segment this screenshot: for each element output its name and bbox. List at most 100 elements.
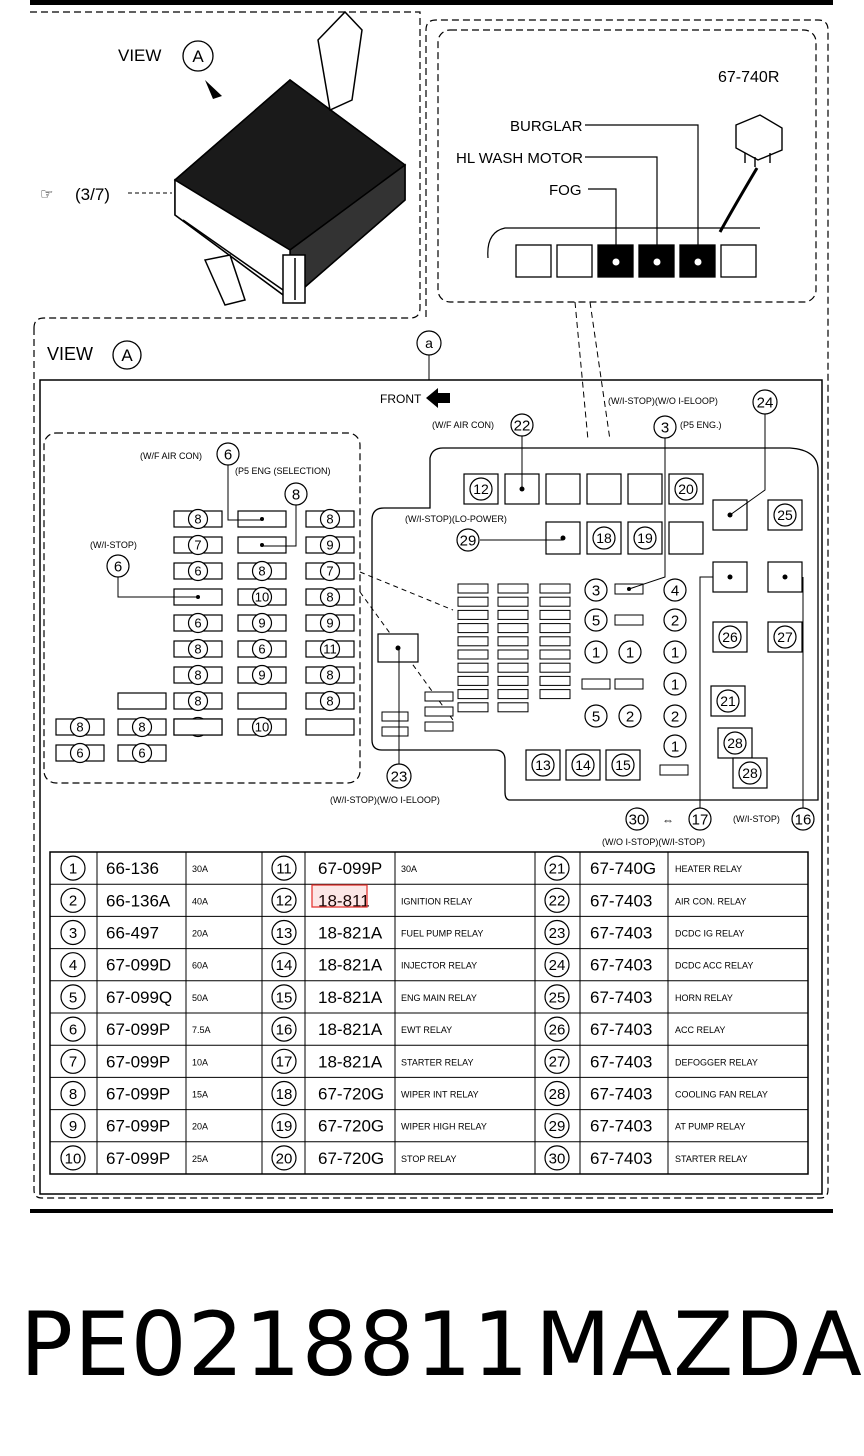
- center-fuse-c0r1-circle: [584, 608, 608, 632]
- left-fuse-r5c0-circle: [187, 638, 209, 660]
- table-desc2-1: IGNITION RELAY: [401, 896, 472, 906]
- center-fuse-c2r4: 2: [671, 708, 679, 725]
- center-fuse-c2r5: 1: [671, 738, 679, 755]
- left-fuse-r1c0: 7: [194, 538, 201, 553]
- right-relay-label-1-circle: [718, 625, 742, 649]
- table-num1-1-circle: [60, 887, 86, 913]
- center-fuse-c0r2-circle: [584, 640, 608, 664]
- note-w-f-air-con: (W/F AIR CON): [432, 420, 494, 430]
- center-fuse-c0r2: 1: [592, 644, 600, 661]
- center-fuse-c2r3: 1: [671, 676, 679, 693]
- table-num3-6-circle: [544, 1048, 570, 1074]
- ref-label: (3/7): [75, 185, 110, 204]
- table-num1-8: 9: [69, 1118, 77, 1135]
- note-w-i-stop-lo-power: (W/I-STOP)(LO-POWER): [405, 514, 507, 524]
- left-fuse-r4c1: 9: [258, 616, 265, 631]
- callout-29: 29: [460, 532, 477, 549]
- table-part3-2: 67-7403: [590, 924, 652, 943]
- left-fuse-r3c1-circle: [251, 586, 273, 608]
- table-desc2-6: STARTER RELAY: [401, 1057, 474, 1067]
- bottom-label-1: 14: [575, 757, 591, 773]
- right-relay-label-3: 21: [720, 693, 736, 709]
- table-num1-4-circle: [60, 984, 86, 1010]
- part-number-caption: PE0218811: [20, 1293, 530, 1396]
- table-num1-9-circle: [60, 1145, 86, 1171]
- left-fuse-r0c2: 8: [326, 512, 333, 527]
- center-fuse-c2r1: 2: [671, 612, 679, 629]
- center-fuse-c2r2: 1: [671, 644, 679, 661]
- right-relay-label-1: 26: [722, 629, 738, 645]
- table-num2-2-circle: [271, 919, 297, 946]
- center-fuse-c2r3-circle: [663, 672, 687, 696]
- table-amp-9: 25A: [192, 1154, 208, 1164]
- table-part1-2: 66-497: [106, 924, 159, 943]
- left-extra-fuse-r1c0-circle: [69, 742, 91, 764]
- table-num1-6: 7: [69, 1054, 77, 1071]
- table-num1-2: 3: [69, 925, 77, 942]
- table-amp-1: 40A: [192, 896, 208, 906]
- right-second-label-1: 19: [637, 530, 653, 546]
- left-fuse-r7c0: 8: [194, 694, 201, 709]
- callout-17: 17: [692, 811, 709, 828]
- left-fuse-r1c2: 9: [326, 538, 333, 553]
- table-part2-9: 67-720G: [318, 1149, 384, 1168]
- view-label-main: VIEW: [47, 344, 93, 364]
- relay-part-number: 67-740R: [718, 69, 779, 86]
- callout-30: 30: [629, 811, 646, 828]
- table-part2-4: 18-821A: [318, 988, 383, 1007]
- left-fuse-r2c0-circle: [187, 560, 209, 582]
- left-fuse-r6c2-circle: [319, 664, 341, 686]
- table-num2-0-circle: [271, 855, 297, 881]
- ref-a-label: a: [425, 335, 433, 351]
- table-part2-0: 67-099P: [318, 859, 382, 878]
- center-fuse-c2r0: 4: [671, 582, 679, 599]
- view-a-panel: [39, 379, 823, 1195]
- table-num3-8: 29: [549, 1118, 566, 1135]
- left-fuse-r5c2: 11: [323, 642, 337, 657]
- table-part2-8: 67-720G: [318, 1117, 384, 1136]
- table-part2-7: 67-720G: [318, 1085, 384, 1104]
- right-relay-label-2: 27: [777, 629, 793, 645]
- center-fuse-c0r1: 5: [592, 612, 600, 629]
- table-part3-9: 67-7403: [590, 1149, 652, 1168]
- bottom-label-2-circle: [611, 753, 635, 777]
- center-fuse-c2r2-circle: [663, 640, 687, 664]
- table-num3-3: 24: [549, 957, 566, 974]
- center-fuse-c0r4-circle: [584, 704, 608, 728]
- table-num2-4-circle: [271, 984, 297, 1010]
- table-part3-4: 67-7403: [590, 988, 652, 1007]
- bottom-label-1-circle: [571, 753, 595, 777]
- table-desc2-0: 30A: [401, 864, 417, 874]
- table-amp-6: 10A: [192, 1057, 208, 1067]
- table-desc3-8: AT PUMP RELAY: [675, 1122, 745, 1132]
- table-amp-2: 20A: [192, 929, 208, 939]
- left-fuse-r4c0-circle: [187, 612, 209, 634]
- view-circle-main: [112, 340, 142, 370]
- right-relay-label-4-circle: [723, 731, 747, 755]
- note-w-i-stop-w-o-eloop-top: (W/I-STOP)(W/O I-ELOOP): [608, 396, 718, 406]
- annotation-layer: (W/F AIR CON)(P5 ENG (SELECTION)(W/I-STO…: [90, 389, 815, 847]
- callout-6-left: 6: [114, 558, 122, 575]
- left-fuse-r8c1-circle: [251, 716, 273, 738]
- right-second-label-1-circle: [633, 526, 657, 550]
- table-num1-3: 4: [69, 957, 77, 974]
- table-num2-1: 12: [276, 893, 293, 910]
- table-num3-2-circle: [544, 919, 570, 946]
- table-part3-6: 67-7403: [590, 1052, 652, 1071]
- table-num3-8-circle: [544, 1113, 570, 1139]
- relay-slots: [515, 244, 757, 278]
- table-desc3-7: COOLING FAN RELAY: [675, 1090, 768, 1100]
- center-fuse-c2r5-circle: [663, 734, 687, 758]
- table-num2-8-circle: [271, 1113, 297, 1139]
- table-desc2-5: EWT RELAY: [401, 1025, 452, 1035]
- table-num2-3-circle: [271, 952, 297, 978]
- note-p5-eng: (P5 ENG.): [680, 420, 722, 430]
- left-fuse-r8c2-slot: [305, 718, 355, 736]
- table-part2-1: 18-811: [318, 891, 370, 910]
- table-desc3-0: HEATER RELAY: [675, 864, 742, 874]
- hand-pointer-icon: ☞: [40, 186, 53, 203]
- table-num3-5-circle: [544, 1016, 570, 1042]
- center-fuse-c0r4: 5: [592, 708, 600, 725]
- left-extra-fuse-r1c1: 6: [138, 746, 145, 761]
